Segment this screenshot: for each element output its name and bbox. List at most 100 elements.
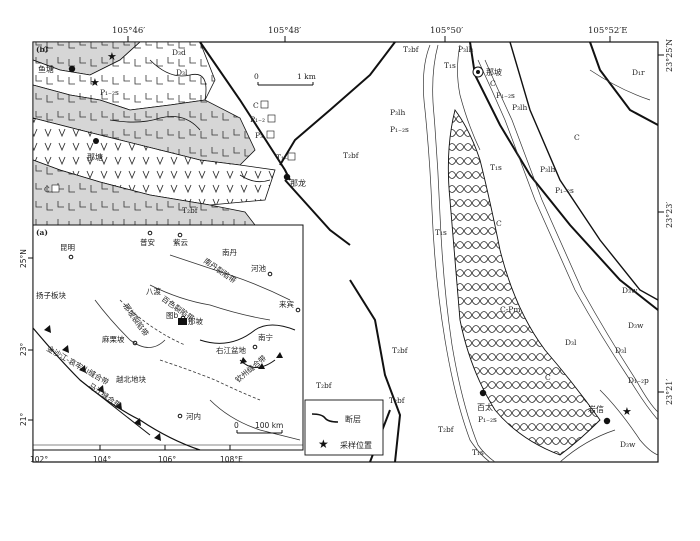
inset-badu: 八渡 xyxy=(146,286,161,296)
label-d3w-1: D₃w xyxy=(622,286,638,295)
scale-bar: 0 1 km xyxy=(254,72,316,86)
inset-nandan: 南丹 xyxy=(222,247,237,257)
label-p12s-r2: P₁₋₂s xyxy=(555,186,574,195)
label-p3lh-r1: P₃lh xyxy=(512,103,527,112)
legend: ★ xyxy=(304,399,384,456)
inset-kunming: 昆明 xyxy=(60,243,75,252)
inset-tub: 图b xyxy=(166,311,178,320)
label-c-left-box: C xyxy=(44,185,50,194)
tick-top-1: 105°46′ xyxy=(112,26,145,36)
place-nalong: 那龙 xyxy=(290,178,306,188)
svg-text:★: ★ xyxy=(318,437,329,451)
inset-yuebei: 越北地块 xyxy=(116,374,146,384)
label-p3lh-l1: P₃lh xyxy=(390,108,405,117)
yutang-marker xyxy=(68,65,76,73)
nanning-dot xyxy=(252,344,258,350)
place-yutang: 鱼塘 xyxy=(38,64,54,74)
label-t12-box: T₁₋₂ xyxy=(276,153,291,162)
inset-hanoi: 河内 xyxy=(186,411,201,421)
label-c-pm: C-Pm xyxy=(500,305,520,314)
inset-puan: 普安 xyxy=(140,237,155,247)
hechi-dot xyxy=(267,271,273,277)
box-c-left xyxy=(51,184,60,193)
label-d3l-r: D₃l xyxy=(565,338,577,347)
inset-lat-23: 23° xyxy=(19,342,28,356)
inset-lon-104: 104° xyxy=(93,455,111,464)
natang-marker xyxy=(93,138,99,144)
label-t1s-mid: T₁s xyxy=(490,163,502,172)
label-d1r: D₁r xyxy=(632,68,645,77)
inset-qinzhou: 钦州缝合带 xyxy=(233,352,269,384)
label-c-napo: C xyxy=(490,79,496,88)
label-c-box: C xyxy=(253,101,259,110)
nalong-marker xyxy=(283,173,291,181)
label-d3l-r2: D₃l xyxy=(615,346,627,355)
inset-hechi: 河池 xyxy=(251,263,266,273)
right-axis: 23°25′N 23°23′ 23°21′ xyxy=(658,39,674,405)
label-c-mid: C xyxy=(496,219,502,228)
label-p12s-baitai: P₁₋₂s xyxy=(478,415,497,424)
inset-malipo: 麻栗坡 xyxy=(102,334,125,344)
label-p12s-l1: P₁₋₂s xyxy=(390,125,409,134)
place-baitai: 百太 xyxy=(477,402,493,412)
ziyun-dot xyxy=(177,232,183,238)
inset-laibin: 来宾 xyxy=(279,299,294,309)
baitai-marker xyxy=(479,389,487,397)
scale-zero: 0 xyxy=(254,72,259,81)
panel-b-label: (b) xyxy=(36,45,48,54)
tick-right-1: 23°25′N xyxy=(665,39,674,72)
kunming-dot xyxy=(68,254,74,260)
label-c-top: C xyxy=(43,45,49,54)
label-t2bf-l2: T₂bf xyxy=(316,381,333,390)
label-d3w-2: D₃w xyxy=(628,321,644,330)
box-t12 xyxy=(287,152,296,161)
label-d12p: D₁₋₂p xyxy=(628,376,649,385)
fold-band xyxy=(422,44,659,463)
tick-right-2: 23°23′ xyxy=(665,202,674,228)
label-p3lh-ne: P₃lh xyxy=(458,45,473,54)
label-t1s-left: T₁s xyxy=(435,228,447,237)
box-p3 xyxy=(266,130,275,139)
top-axis: 105°46′ 105°48′ 105°50′ 105°52′E xyxy=(112,26,627,42)
label-d3d: D₃d xyxy=(172,48,186,57)
label-c-lower: C xyxy=(545,373,551,382)
legend-fault: 断层 xyxy=(345,414,361,424)
label-c-right: C xyxy=(574,133,580,142)
puan-dot xyxy=(147,230,153,236)
inset-youjiang: 右江盆地 xyxy=(216,345,246,355)
yanxin-marker xyxy=(603,417,611,425)
inset-lat-21: 21° xyxy=(19,412,28,426)
panel-a-label: (a) xyxy=(36,228,48,237)
malipo-dot xyxy=(132,340,138,346)
sample-star-3: ★ xyxy=(622,405,632,418)
inset-lon-102: 102° xyxy=(30,455,48,464)
label-t1s-bottom: T₁s xyxy=(472,448,484,457)
place-yanxin: 岩信 xyxy=(588,404,604,414)
inset-panel xyxy=(28,224,304,451)
inset-lat-25: 25°N xyxy=(19,249,28,268)
label-p12s-top: P₁₋₂s xyxy=(100,88,119,97)
label-d3w-3: D₃w xyxy=(620,440,636,449)
label-t1s-ne: T₁s xyxy=(444,61,456,70)
inset-yangtze: 扬子板块 xyxy=(36,290,66,300)
label-p3lh-r2: P₃lh xyxy=(540,165,555,174)
hanoi-dot xyxy=(177,413,183,419)
label-t2bf-l1: T₂bf xyxy=(392,346,409,355)
legend-sample: 采样位置 xyxy=(340,440,372,450)
tick-top-4: 105°52′E xyxy=(588,26,627,36)
box-p12 xyxy=(267,114,276,123)
inset-nanning: 南宁 xyxy=(258,332,273,342)
label-t2bf-a: T₂bf xyxy=(182,206,199,215)
inset-ziyun: 紫云 xyxy=(173,238,188,247)
label-p12s-r1: P₁₋₂s xyxy=(496,91,515,100)
inset-jinsha: 金沙江-哀牢山缝合带 xyxy=(45,343,111,387)
inset-lon-108: 108°E xyxy=(220,455,243,464)
place-natang: 那塘 xyxy=(87,152,103,162)
napo-inset-dot xyxy=(180,315,186,321)
sample-star-2: ★ xyxy=(90,76,100,89)
box-c xyxy=(260,100,269,109)
label-t2bf-l4: T₂bf xyxy=(438,425,455,434)
inset-nandan-dep: 南丹裂陷带 xyxy=(202,255,239,285)
